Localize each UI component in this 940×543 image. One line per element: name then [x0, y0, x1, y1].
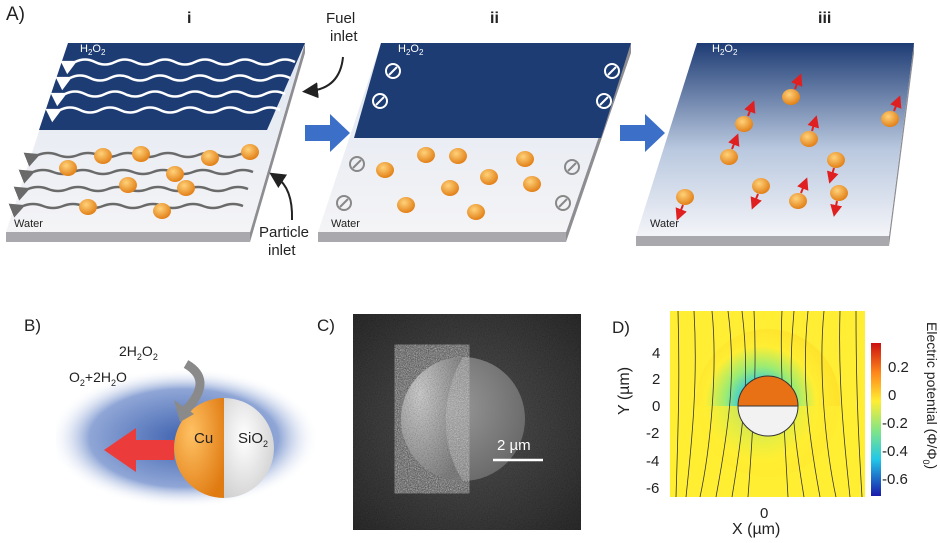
colorbar-tick-neg0.2: -0.2 — [882, 415, 908, 432]
water-label-i: Water — [14, 218, 43, 230]
janus-particle-schematic — [56, 360, 319, 508]
step-ii-label: ii — [490, 10, 499, 27]
reactant-label: 2H2O2 — [119, 343, 158, 362]
scale-bar-label: 2 µm — [497, 437, 531, 454]
fuel-inlet-arrow — [302, 56, 344, 99]
fuel-label-iii: H2O2 — [712, 43, 738, 58]
y-tick-0: 0 — [652, 398, 661, 415]
slab-ii — [318, 43, 631, 242]
water-label-iii: Water — [650, 218, 679, 230]
sio2-label: SiO2 — [238, 430, 269, 449]
potential-field-plot — [670, 311, 865, 497]
y-tick-neg2: -2 — [646, 425, 660, 442]
product-label: O2+2H2O — [69, 369, 127, 388]
colorbar-tick-neg0.6: -0.6 — [882, 471, 908, 488]
y-tick-2: 2 — [652, 371, 661, 388]
step-arrow-2 — [620, 114, 665, 152]
y-tick-neg4: -4 — [646, 453, 660, 470]
colorbar-tick-0: 0 — [888, 387, 897, 404]
fuel-label-i: H2O2 — [80, 43, 106, 58]
step-arrow-1 — [305, 114, 350, 152]
step-iii-label: iii — [818, 10, 832, 27]
slab-iii — [636, 43, 914, 246]
panel-c-label: C) — [317, 316, 335, 335]
panel-a-schematic — [6, 43, 914, 246]
sem-image — [353, 314, 581, 530]
x-axis-label: X (µm) — [732, 521, 781, 538]
panel-b-label: B) — [24, 316, 41, 335]
x-tick-0: 0 — [760, 505, 769, 522]
water-label-ii: Water — [331, 218, 360, 230]
colorbar-title: Electric potential (Φ/Φ0) — [921, 322, 940, 470]
fuel-label-ii: H2O2 — [398, 43, 424, 58]
panel-d-label: D) — [612, 318, 630, 337]
colorbar-tick-0.2: 0.2 — [888, 359, 909, 376]
particle-inlet-arrow — [269, 172, 294, 221]
y-axis-label: Y (µm) — [616, 366, 633, 415]
step-i-label: i — [187, 10, 192, 27]
colorbar-tick-neg0.4: -0.4 — [882, 443, 908, 460]
cu-label: Cu — [194, 430, 214, 447]
slab-i — [6, 43, 305, 242]
panel-a-label: A) — [6, 4, 25, 25]
y-tick-4: 4 — [652, 345, 661, 362]
colorbar — [871, 343, 881, 496]
y-tick-neg6: -6 — [646, 480, 660, 497]
